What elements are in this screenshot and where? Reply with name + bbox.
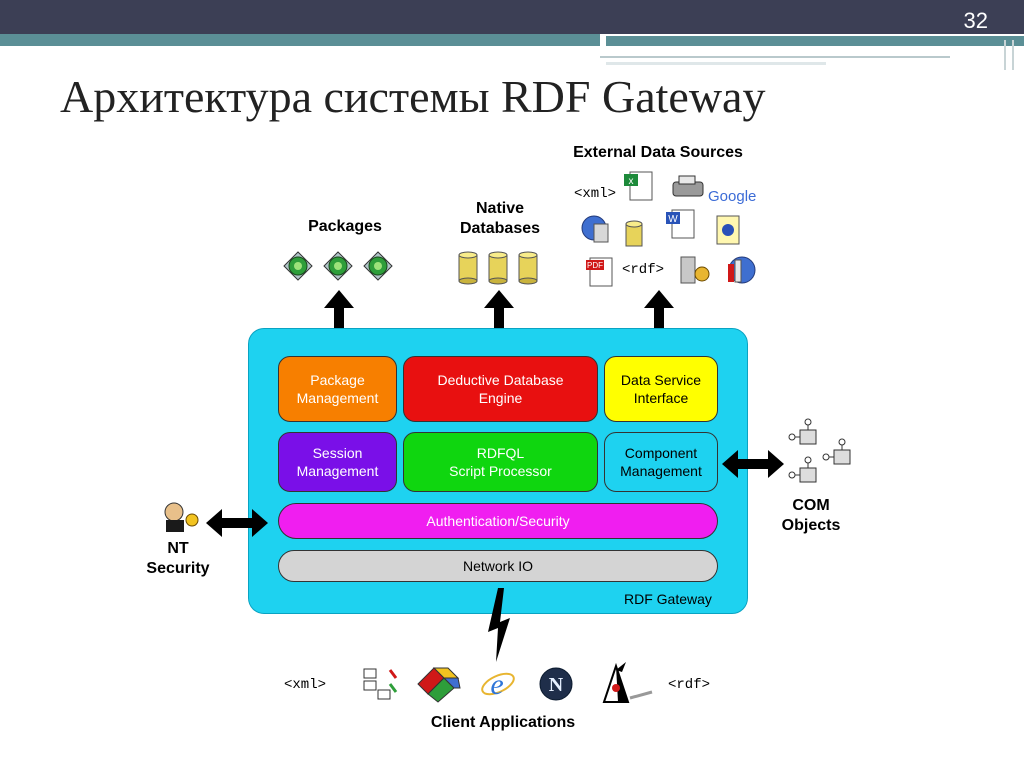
pdf-label: PDF [587,261,603,270]
server-gear-icon [680,256,710,284]
network-lightning-icon [488,588,510,662]
com-object-icon [788,418,817,445]
colorful-app-icon [417,667,461,703]
package-icon [283,251,313,281]
svg-text:e: e [490,668,503,701]
authentication-security-module: Authentication/Security [278,503,718,539]
svg-text:x: x [629,176,634,187]
network-io-module: Network IO [278,550,718,582]
native-databases-label: Native Databases [459,200,541,237]
globe-db-icon [581,215,609,243]
nt-security-key-icon [164,502,199,532]
com-objects-arrow [722,450,784,478]
netscape-icon: N [539,667,573,701]
com-objects-icon [788,418,851,483]
header-stripe-right [606,36,1024,46]
client-applications-label: Client Applications [430,714,576,731]
globe-chart-icon [728,256,756,284]
database-icons [458,251,538,285]
fax-icon [672,175,704,197]
pdf-icon: PDF [586,257,613,287]
svg-text:W: W [668,214,678,225]
rdf-tag-icon: <rdf> [622,262,665,278]
database-icon [518,251,538,285]
client-rdf-tag-icon: <rdf> [668,677,711,693]
excel-icon: x [624,171,653,201]
rdf-gateway-label: RDF Gateway [624,591,712,607]
nt-security-arrow [206,509,268,537]
com-object-icon [788,456,817,483]
package-icon [323,251,353,281]
header-line [1012,40,1014,70]
external-data-sources-label: External Data Sources [573,144,743,161]
java-duke-icon [602,662,653,703]
package-icons [283,251,393,281]
database-icon [458,251,478,285]
slide-number: 32 [963,8,988,33]
svg-text:N: N [549,674,564,696]
database-icon [625,220,643,247]
word-icon: W [666,209,695,239]
header-band [0,0,1024,34]
network-tree-icon [363,668,398,700]
internet-explorer-icon: e [481,668,515,701]
database-icon [488,251,508,285]
header-line [1004,40,1006,70]
nt-security-label: NT Security [146,540,210,577]
xml-tag-icon: <xml> [574,186,617,202]
client-xml-tag-icon: <xml> [284,677,327,693]
header-line [600,56,950,58]
document-icon [716,215,740,245]
com-objects-label: COM Objects [781,497,841,534]
google-icon: Google [708,188,757,205]
slide-title: Архитектура системы RDF Gateway [60,71,766,122]
com-object-icon [822,438,851,465]
header-line [606,62,826,65]
package-icon [363,251,393,281]
packages-label: Packages [308,218,382,235]
